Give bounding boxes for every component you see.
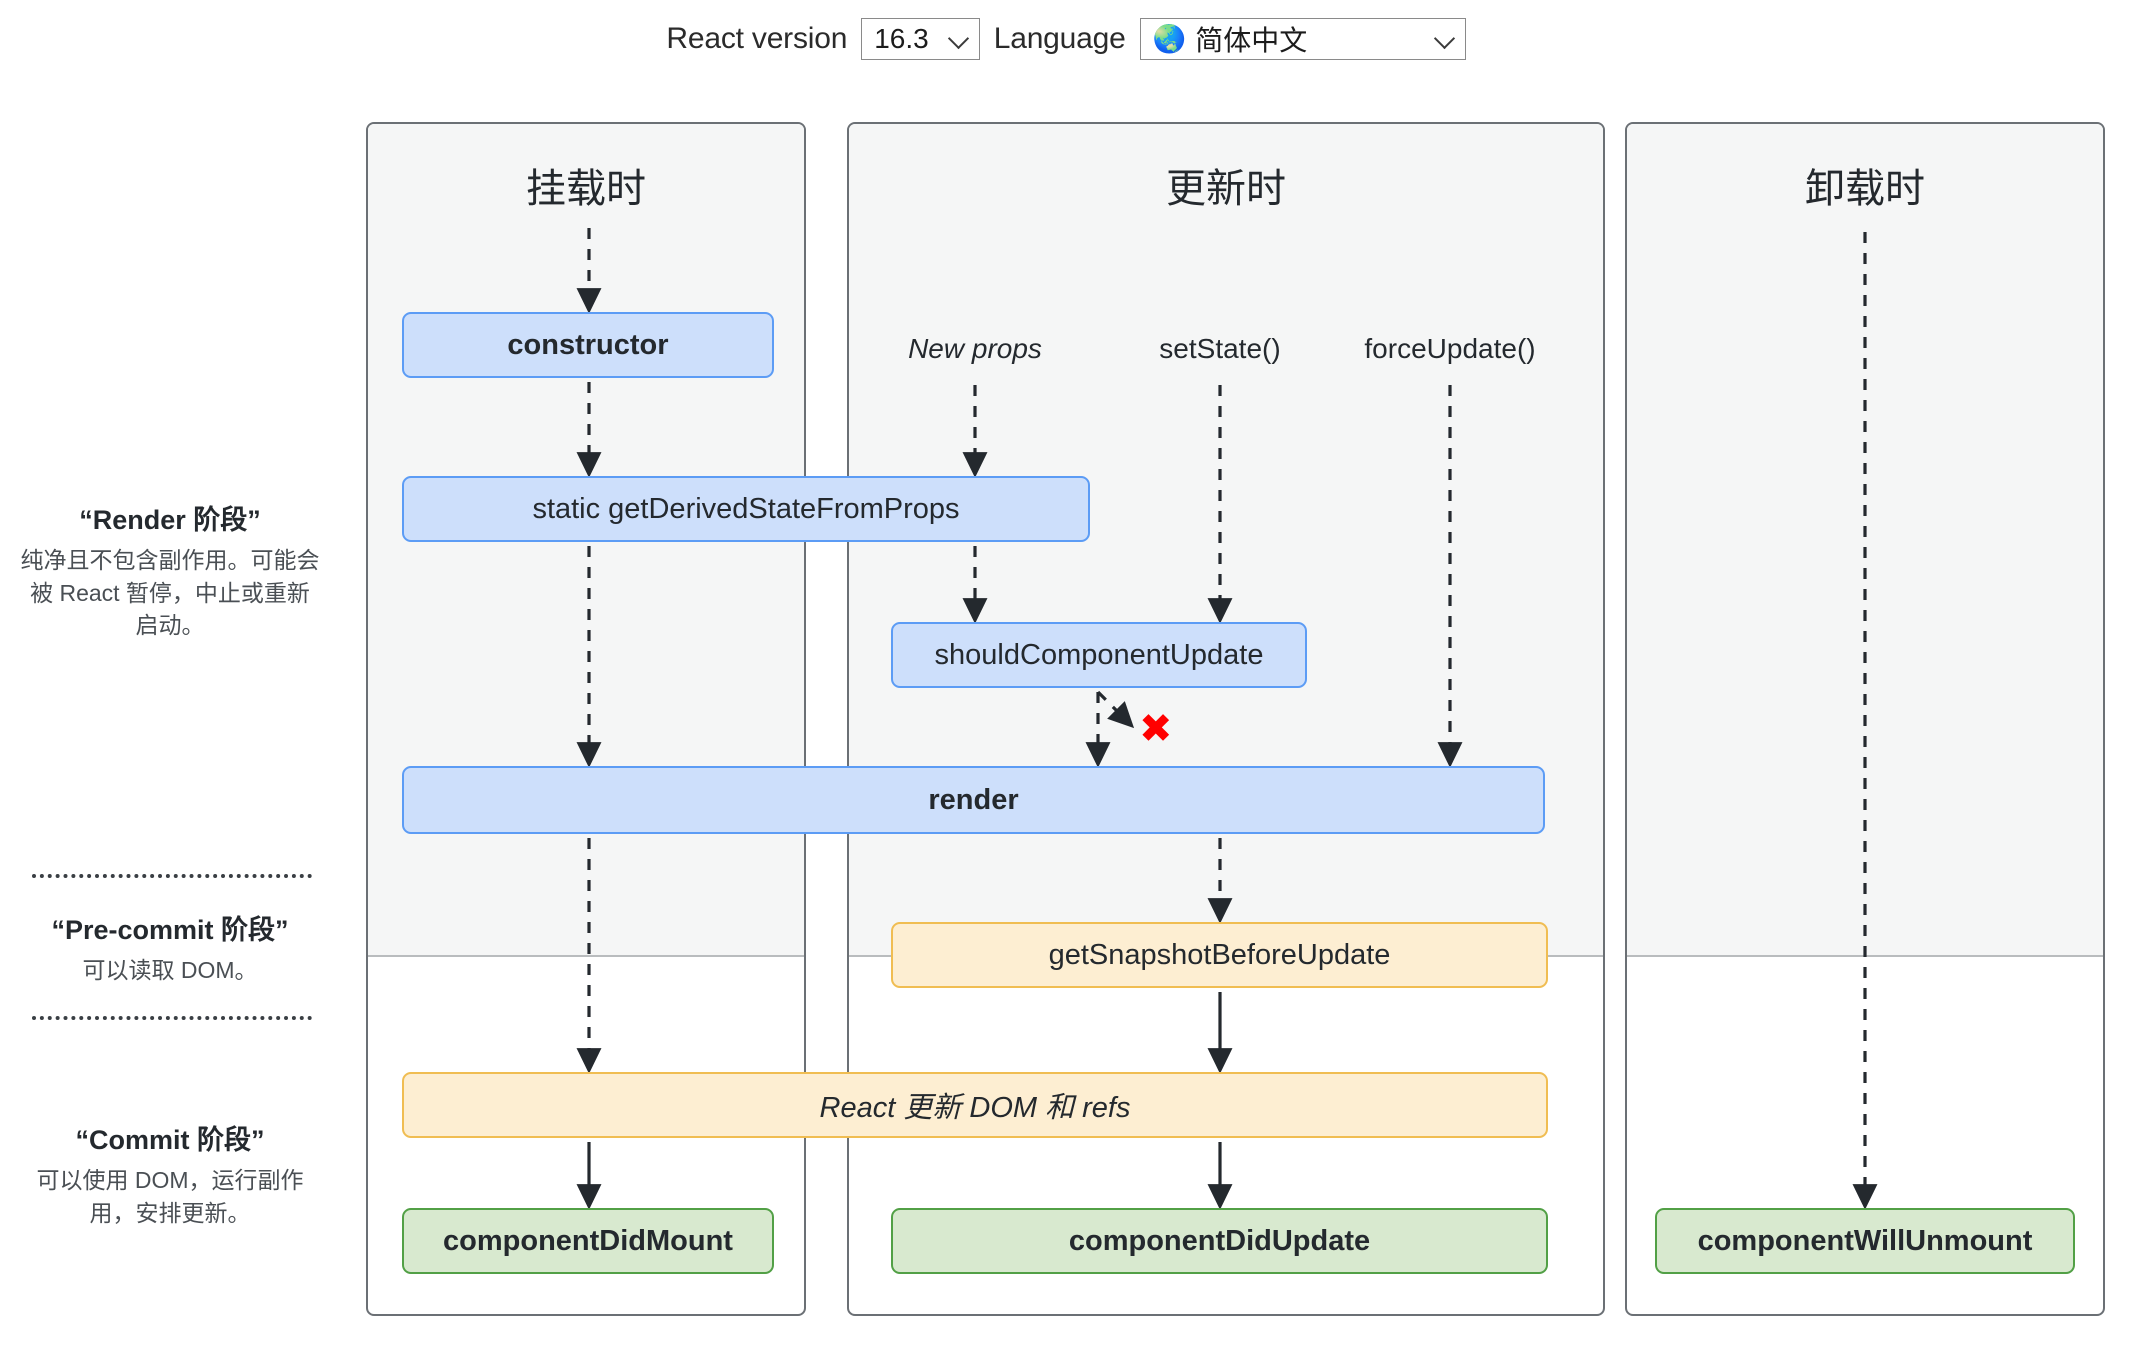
phase-label-render: “Render 阶段” 纯净且不包含副作用。可能会被 React 暂停，中止或重… [20, 498, 320, 642]
language-select[interactable]: 🌏 简体中文 [1139, 18, 1466, 60]
phase-title: “Commit 阶段” [75, 1125, 265, 1155]
phase-label-pre-commit: “Pre-commit 阶段” 可以读取 DOM。 [20, 908, 320, 987]
column-unmounting: 卸载时 [1625, 122, 2105, 1316]
node-should-component-update[interactable]: shouldComponentUpdate [891, 622, 1307, 688]
node-component-will-unmount[interactable]: componentWillUnmount [1655, 1208, 2075, 1274]
language-label: Language [993, 22, 1126, 55]
toolbar: React version 16.3 Language 🌏 简体中文 [0, 0, 2132, 78]
node-render[interactable]: render [402, 766, 1545, 834]
node-component-did-mount[interactable]: componentDidMount [402, 1208, 774, 1274]
react-version-select[interactable]: 16.3 [861, 18, 980, 60]
node-component-did-update[interactable]: componentDidUpdate [891, 1208, 1548, 1274]
column-title: 挂载时 [526, 167, 646, 211]
phase-title: “Pre-commit 阶段” [51, 915, 289, 945]
trigger-new-props: New props [908, 333, 1042, 364]
node-get-derived-state-from-props[interactable]: static getDerivedStateFromProps [402, 476, 1090, 542]
phase-description: 纯净且不包含副作用。可能会被 React 暂停，中止或重新启动。 [20, 547, 320, 639]
phase-separator-top [32, 874, 312, 878]
react-version-label: React version [666, 22, 848, 55]
render-phase-shade [1627, 124, 2103, 957]
node-react-updates-dom-and-refs[interactable]: React 更新 DOM 和 refs [402, 1072, 1548, 1138]
phase-description: 可以使用 DOM，运行副作用，安排更新。 [36, 1167, 304, 1226]
phase-title: “Render 阶段” [79, 505, 261, 535]
globe-icon: 🌏 [1152, 23, 1187, 54]
column-title: 卸载时 [1805, 167, 1925, 211]
trigger-set-state: setState() [1159, 333, 1281, 364]
trigger-force-update: forceUpdate() [1364, 333, 1536, 364]
react-version-value: 16.3 [874, 23, 929, 54]
phase-separator-bottom [32, 1016, 312, 1020]
node-constructor[interactable]: constructor [402, 312, 774, 378]
language-value: 简体中文 [1195, 25, 1308, 56]
node-get-snapshot-before-update[interactable]: getSnapshotBeforeUpdate [891, 922, 1548, 988]
phase-description: 可以读取 DOM。 [82, 957, 258, 983]
skip-update-mark: ✖ [1139, 707, 1173, 751]
phase-label-commit: “Commit 阶段” 可以使用 DOM，运行副作用，安排更新。 [20, 1118, 320, 1229]
column-title: 更新时 [1166, 167, 1286, 211]
